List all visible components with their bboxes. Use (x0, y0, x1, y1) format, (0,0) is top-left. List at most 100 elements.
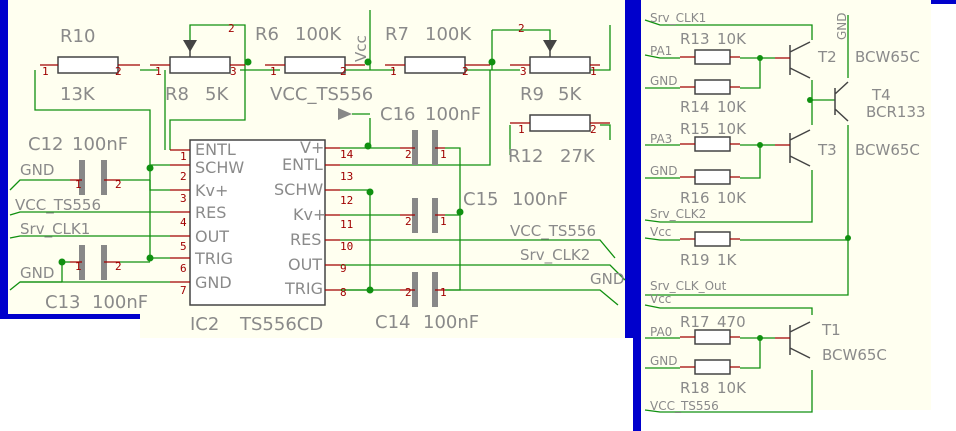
net-vcc-ts556-right: VCC_TS556 (510, 222, 596, 241)
pin-num-8: 8 (340, 286, 347, 299)
net-gnd-r2: GND (650, 164, 678, 178)
c12-value: 100nF (72, 134, 128, 155)
ic2-body (189, 139, 326, 306)
c13-name: C13 (45, 292, 80, 313)
r14-value: 10K (717, 98, 747, 116)
net-gnd-r1: GND (650, 74, 678, 88)
c16-value: 100nF (425, 104, 481, 125)
c13-pin1: 1 (75, 260, 82, 273)
c12-pin1: 1 (75, 178, 82, 191)
r18-name: R18 (680, 379, 710, 397)
r19-value: 1K (717, 251, 738, 269)
ic-left-pin3: Kv+ (195, 181, 228, 200)
ic-right-pin13: ENTL (282, 155, 323, 174)
left-resistors (40, 40, 610, 132)
r12-value: 27K (560, 146, 596, 167)
r17-value: 470 (717, 313, 746, 331)
top-right-border (931, 0, 956, 4)
pin-num-5: 5 (180, 240, 187, 253)
right-resistors (680, 49, 740, 375)
r13-name: R13 (680, 30, 710, 48)
r7-pin1: 1 (390, 65, 397, 78)
t2-part: BCW65C (855, 48, 920, 66)
r19-name: R19 (680, 251, 710, 269)
r12-name: R12 (508, 146, 543, 167)
r10-pin2: 2 (115, 65, 122, 78)
t1-name: T1 (821, 321, 841, 339)
net-gnd-2: GND (20, 264, 54, 282)
ic-right-pin10: RES (290, 230, 321, 249)
r15-name: R15 (680, 120, 710, 138)
c13-value: 100nF (92, 292, 148, 313)
c14-pin1: 1 (440, 286, 447, 299)
c15-value: 100nF (512, 189, 568, 210)
net-srv-clk2: Srv_CLK2 (650, 207, 706, 221)
pin-num-9: 9 (340, 262, 347, 275)
c14-name: C14 (375, 312, 410, 333)
r7-pin2: 2 (462, 65, 469, 78)
r9-name: R9 (520, 84, 544, 105)
right-sheet (641, 0, 931, 410)
ic-right-pin14: V+ (300, 138, 324, 157)
r16-value: 10K (717, 189, 747, 207)
c15-pin1: 1 (440, 215, 447, 228)
mid-border-b (633, 0, 641, 431)
ic-left-pin6: TRIG (194, 249, 233, 268)
r8-pin3: 3 (230, 65, 237, 78)
r13-value: 10K (717, 30, 747, 48)
net-pa0: PA0 (650, 325, 672, 339)
r6-name: R6 (255, 24, 279, 45)
t1-part: BCW65C (822, 346, 887, 364)
net-vcc-ts556-left: VCC_TS556 (15, 196, 101, 215)
r17-name: R17 (680, 313, 710, 331)
ic-left-pin2: SCHW (195, 158, 244, 177)
ic-right-pin12: SCHW (274, 180, 323, 199)
net-srv-clk1: Srv_CLK1 (650, 11, 706, 25)
ic-left-pin5: OUT (195, 227, 229, 246)
ic2-part: TS556CD (239, 314, 323, 335)
t4-part: BCR133 (866, 103, 926, 121)
r8-pin2: 2 (228, 22, 235, 35)
net-srv-clk2-right: Srv_CLK2 (520, 246, 590, 265)
c15-pin2: 2 (405, 215, 412, 228)
r8-name: R8 (165, 84, 189, 105)
c13-pin2: 2 (115, 260, 122, 273)
ic-right-pin8: TRIG (284, 279, 323, 298)
t1-symbol (789, 321, 811, 359)
net-gnd-r3: GND (650, 354, 678, 368)
net-srv-clk1-left: Srv_CLK1 (20, 220, 90, 239)
r7-value: 100K (425, 24, 472, 45)
r16-name: R16 (680, 189, 710, 207)
net-vcc-ts556-r: VCC_TS556 (650, 399, 719, 413)
c14-pin2: 2 (405, 286, 412, 299)
r6-pin2: 2 (340, 65, 347, 78)
r9-pin2: 2 (518, 22, 525, 35)
r18-value: 10K (717, 379, 747, 397)
left-sheet-ext (140, 318, 633, 338)
left-junctions (58, 58, 496, 294)
r9-value: 5K (558, 84, 582, 105)
t2-name: T2 (817, 48, 837, 66)
r10-value: 13K (60, 84, 96, 105)
r6-value: 100K (295, 24, 342, 45)
r8-value: 5K (205, 84, 229, 105)
right-transistors (775, 41, 849, 359)
net-gnd-right: GND (590, 270, 624, 288)
r10-pin1: 1 (42, 65, 49, 78)
ic-right-pin11: Kv+ (293, 205, 326, 224)
pin-num-7: 7 (180, 284, 187, 297)
t4-symbol (834, 81, 849, 122)
pin-num-14: 14 (340, 148, 354, 161)
r8-pin1: 1 (155, 65, 162, 78)
ic2-pin-lines (170, 147, 340, 291)
ic2-name: IC2 (190, 314, 219, 335)
r10-name: R10 (60, 26, 95, 47)
t3-part: BCW65C (855, 141, 920, 159)
left-border (0, 0, 8, 318)
ic-left-pin7: GND (195, 273, 232, 292)
ic-right-pin9: OUT (288, 255, 322, 274)
mid-border-a (625, 0, 633, 338)
vcc-ts556-top: VCC_TS556 (270, 84, 373, 105)
c12-name: C12 (28, 134, 63, 155)
